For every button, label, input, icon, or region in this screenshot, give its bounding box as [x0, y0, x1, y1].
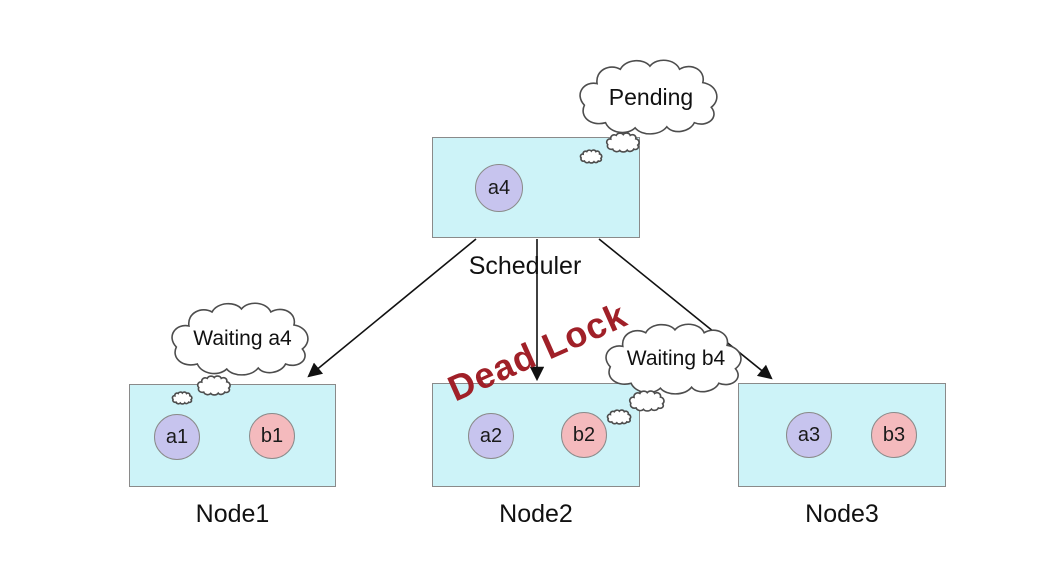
task-circle-b2: b2 [561, 412, 607, 458]
waiting-b4-trail-puff-large [629, 390, 665, 412]
scheduler-label: Scheduler [468, 252, 582, 280]
pending-thought-cloud: Pending [577, 59, 725, 135]
task-label-b3: b3 [882, 423, 906, 446]
node2-label: Node2 [499, 500, 573, 528]
task-label-b1: b1 [260, 424, 284, 447]
task-circle-a4: a4 [475, 164, 523, 212]
task-label-a1: a1 [165, 425, 189, 448]
arrow-scheduler-node3 [598, 238, 773, 380]
pending-trail-puff-small [580, 149, 602, 164]
task-label-a3: a3 [797, 423, 821, 446]
task-circle-b3: b3 [871, 412, 917, 458]
node1-label: Node1 [195, 500, 270, 528]
pending-trail-puff-large [606, 132, 640, 153]
waiting-b4-cloud-label: Waiting b4 [626, 347, 726, 370]
task-circle-a1: a1 [154, 414, 200, 460]
node1-box: a1 b1 [129, 384, 336, 487]
waiting-a4-thought-cloud: Waiting a4 [169, 302, 316, 376]
waiting-a4-trail-puff-small [172, 391, 192, 405]
task-circle-a2: a2 [468, 413, 514, 459]
node3-label: Node3 [805, 500, 879, 528]
task-label-a4: a4 [487, 176, 511, 199]
waiting-a4-trail-puff-large [197, 375, 231, 396]
waiting-a4-cloud-label: Waiting a4 [193, 327, 292, 350]
pending-cloud-label: Pending [608, 83, 694, 110]
node2-box: a2 b2 [432, 383, 640, 487]
waiting-b4-thought-cloud: Waiting b4 [603, 323, 749, 395]
node3-box: a3 b3 [738, 383, 946, 487]
task-circle-b1: b1 [249, 413, 295, 459]
task-circle-a3: a3 [786, 412, 832, 458]
arrow-scheduler-node1 [307, 238, 477, 378]
scheduler-box: a4 [432, 137, 640, 238]
task-label-b2: b2 [572, 423, 596, 446]
waiting-b4-trail-puff-small [607, 409, 631, 425]
task-label-a2: a2 [479, 424, 503, 447]
